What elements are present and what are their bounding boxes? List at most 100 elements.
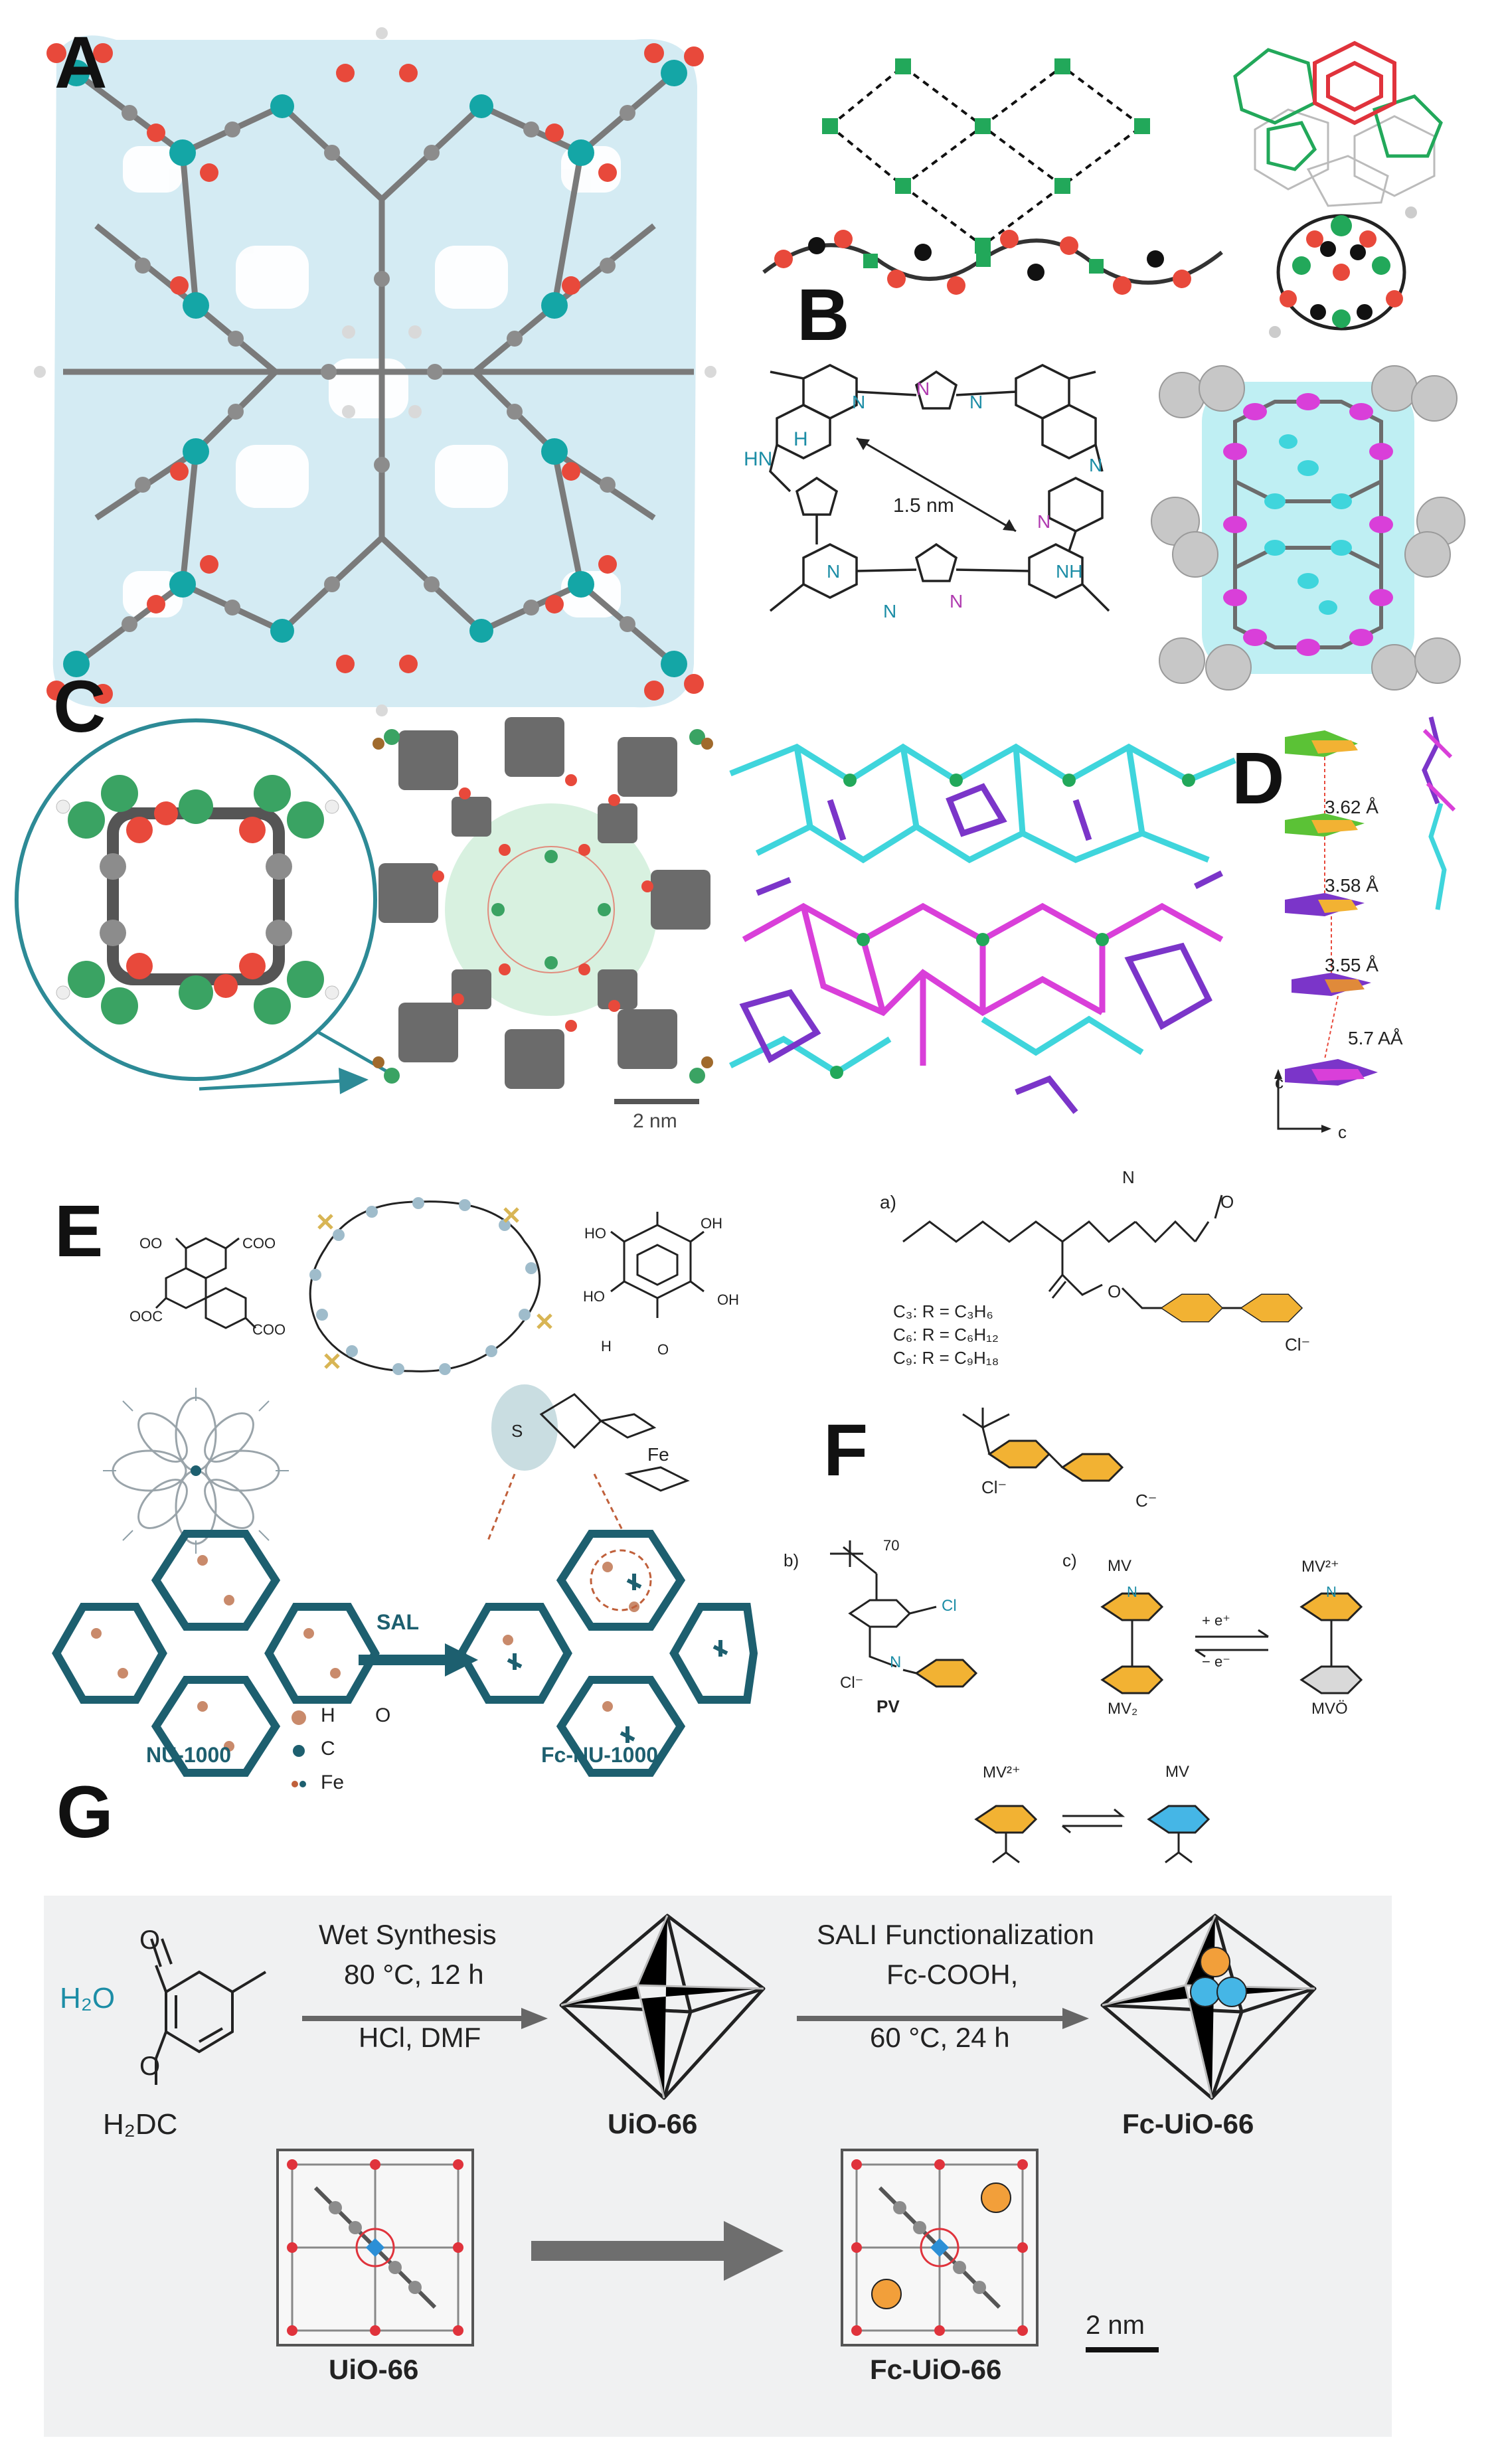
hydrogen-atoms bbox=[34, 27, 716, 716]
g-step2-arrow bbox=[797, 2008, 1089, 2029]
f-a-label: a) bbox=[880, 1192, 896, 1212]
f-a-n: N bbox=[1122, 1167, 1135, 1187]
f-mv-n-1: N bbox=[1127, 1584, 1137, 1600]
e-hydroxy-h: H bbox=[601, 1338, 612, 1355]
g-reactant-o1: O bbox=[139, 1926, 161, 1955]
nh-label: NH bbox=[1056, 561, 1083, 582]
panel-label-f: F bbox=[823, 1410, 869, 1491]
panel-b-capsule bbox=[1151, 365, 1465, 691]
panel-label-b: B bbox=[797, 274, 850, 356]
panel-c-zoom-circle bbox=[15, 718, 390, 1081]
e-hydroxy-o: O bbox=[657, 1341, 669, 1358]
g-step2-cond1: Fc-COOH, bbox=[886, 1959, 1019, 1990]
f-mv-arrow-bottom: − e⁻ bbox=[1202, 1653, 1230, 1670]
e-hydroxy-oh-1: OH bbox=[701, 1215, 722, 1232]
g-bottom-arrow bbox=[531, 2221, 784, 2281]
g-reactant-structure bbox=[150, 1938, 267, 2085]
panel-b-chain bbox=[762, 230, 1223, 295]
d-axis-y: c bbox=[1275, 1072, 1284, 1092]
panel-e-carboxylate bbox=[155, 1237, 257, 1329]
e-carboxy-oo: OO bbox=[139, 1235, 163, 1252]
panel-e-sal-arrow bbox=[359, 1643, 478, 1677]
panel-f-small-structure bbox=[962, 1408, 1124, 1482]
panel-c-framework bbox=[373, 717, 713, 1089]
panel-c-scale-label: 2 nm bbox=[633, 1110, 677, 1132]
panel-e-star bbox=[103, 1388, 289, 1554]
metal-nodes bbox=[63, 60, 687, 677]
g-step2-cond2: 60 °C, 24 h bbox=[870, 2022, 1010, 2053]
e-carboxy-coo-1: COO bbox=[242, 1235, 276, 1252]
n-label-6: N bbox=[827, 561, 841, 582]
hn-label: HN bbox=[744, 448, 773, 470]
n-label-1: N bbox=[852, 392, 866, 412]
e-ferrocene-s: S bbox=[511, 1421, 523, 1441]
g-reactant-name: H₂DC bbox=[103, 2108, 178, 2141]
panel-f-pv-structure bbox=[830, 1540, 978, 1688]
f-mv-bottom-left: MV₂ bbox=[1108, 1700, 1138, 1718]
f-pv-sub: 70 bbox=[883, 1537, 900, 1554]
d-axis-x: c bbox=[1338, 1122, 1347, 1142]
panel-d-stacking bbox=[1274, 716, 1456, 1133]
f-mv-low-left: MV²⁺ bbox=[983, 1764, 1021, 1781]
panel-label-d: D bbox=[1232, 738, 1285, 819]
e-ferrocene-fe: Fe bbox=[647, 1444, 669, 1465]
panel-g-background bbox=[44, 1896, 1392, 2437]
g-bottom-right-label: Fc-UiO-66 bbox=[870, 2354, 1002, 2385]
g-step1-arrow bbox=[302, 2008, 548, 2029]
panel-f-mv-structures bbox=[1100, 1592, 1363, 1694]
panel-b-net-top bbox=[822, 58, 1150, 254]
e-legend-o: O bbox=[375, 1704, 391, 1726]
f-mv-n-2: N bbox=[1326, 1584, 1337, 1600]
e-sal-label: SAL bbox=[376, 1610, 419, 1634]
d-distance-4: 5.7 AÅ bbox=[1348, 1028, 1403, 1048]
panel-e-legend-symbols bbox=[292, 1710, 306, 1787]
g-step1-title: Wet Synthesis bbox=[319, 1919, 497, 1950]
panel-label-c: C bbox=[53, 666, 106, 748]
e-hydroxy-oh-2: OH bbox=[717, 1291, 739, 1308]
f-c3: C₃: R = C₃H₆ bbox=[893, 1301, 993, 1321]
panel-b-cage-ball bbox=[1269, 206, 1417, 338]
panel-label-e: E bbox=[54, 1191, 104, 1272]
d-distance-3: 3.55 Å bbox=[1325, 955, 1378, 975]
f-c-label: c) bbox=[1062, 1550, 1077, 1570]
panel-e-ferrocene bbox=[487, 1384, 690, 1541]
f-pv-n: N bbox=[890, 1653, 902, 1671]
g-bottom-left-grid bbox=[276, 2149, 474, 2346]
distance-label: 1.5 nm bbox=[893, 495, 954, 517]
g-step1-cond1: 80 °C, 12 h bbox=[344, 1959, 484, 1990]
d-distance-2: 3.58 Å bbox=[1325, 875, 1378, 896]
panel-e-ring bbox=[309, 1197, 552, 1375]
distance-arrow bbox=[856, 437, 1017, 533]
f-mv-bottom-right: MVÖ bbox=[1311, 1700, 1348, 1718]
g-step1-cond2: HCl, DMF bbox=[359, 2022, 481, 2053]
n-label-3: N bbox=[969, 392, 983, 412]
g-product2-label: Fc-UiO-66 bbox=[1122, 2108, 1254, 2139]
g-uio66-octahedron bbox=[559, 1914, 766, 2100]
panel-label-g: G bbox=[56, 1771, 114, 1853]
g-step2-title: SALI Functionalization bbox=[817, 1919, 1094, 1950]
f-pv-cl2: Cl⁻ bbox=[840, 1674, 864, 1692]
e-legend-h: H bbox=[321, 1704, 335, 1726]
panel-e-hydroxy bbox=[610, 1212, 705, 1318]
n-label-4: N bbox=[1089, 455, 1103, 475]
panel-e-nu1000 bbox=[52, 1530, 758, 1777]
f-mv-top-right: MV²⁺ bbox=[1301, 1558, 1339, 1576]
panel-f-mv-equilibrium bbox=[974, 1805, 1210, 1864]
e-carboxy-coo-2: COO bbox=[252, 1321, 286, 1338]
n-label-7: N bbox=[883, 601, 897, 621]
f-small-cl: Cl⁻ bbox=[981, 1477, 1007, 1497]
g-reactant-o2: O bbox=[139, 2052, 161, 2081]
f-pv-name: PV bbox=[876, 1696, 900, 1716]
e-legend-c: C bbox=[321, 1738, 335, 1760]
f-mv-top-left: MV bbox=[1108, 1557, 1131, 1575]
panel-c-scale-bar bbox=[614, 1099, 699, 1104]
e-nu1000-label: NU-1000 bbox=[146, 1743, 232, 1767]
panel-b-macrocycle bbox=[769, 364, 1110, 612]
f-a-cl: Cl⁻ bbox=[1285, 1335, 1311, 1355]
panel-d-network bbox=[728, 743, 1236, 1114]
f-a-o1: O bbox=[1220, 1192, 1234, 1212]
panel-a-mof-structure bbox=[34, 27, 716, 716]
e-legend-fe: Fe bbox=[321, 1771, 345, 1793]
g-product1-label: UiO-66 bbox=[608, 2108, 698, 2139]
panel-c-arrow bbox=[199, 1068, 369, 1094]
